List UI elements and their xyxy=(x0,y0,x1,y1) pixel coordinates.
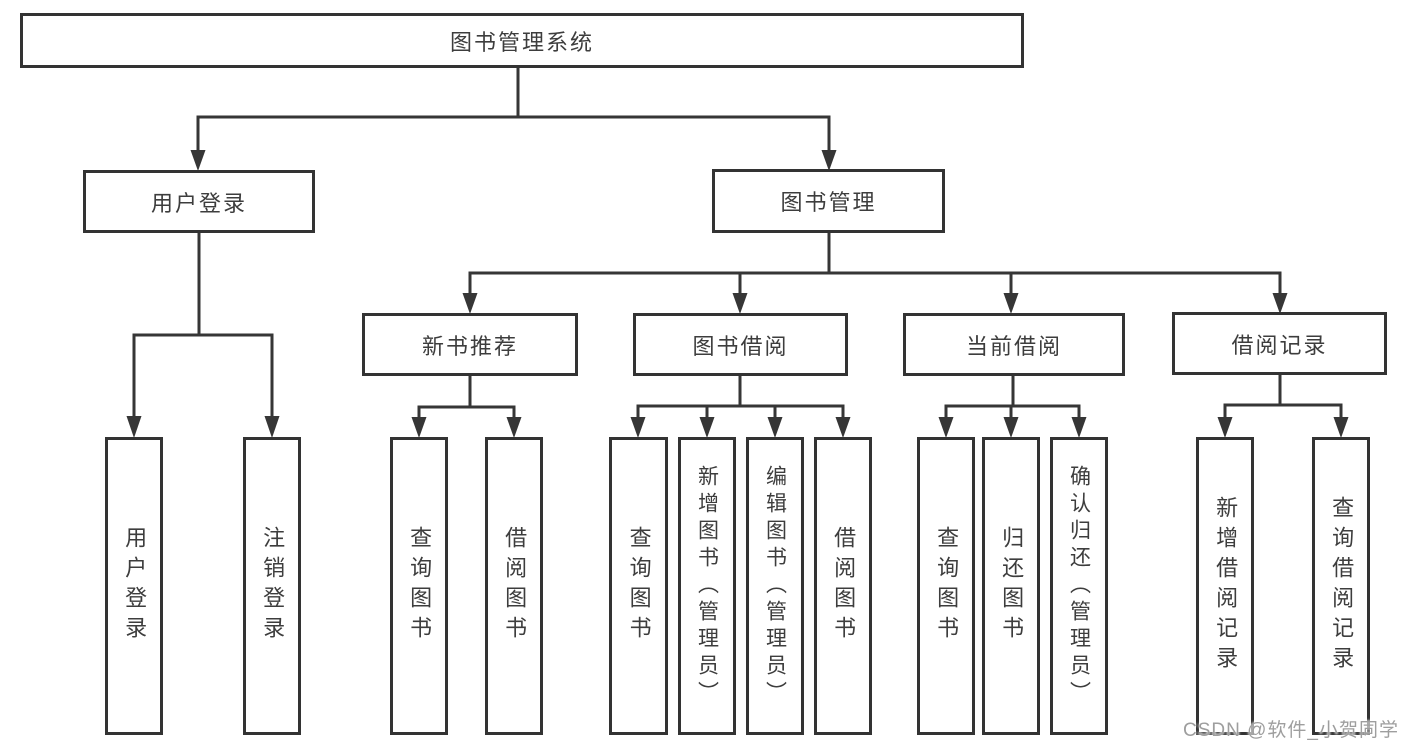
leaf-logout-label: 注销登录 xyxy=(260,526,286,646)
connector-borrow-record-to-leaves xyxy=(1217,375,1349,438)
leaf-borrow-query-books: 查询图书 xyxy=(609,437,668,735)
leaf-add-books-admin: 新增图书（管理员） xyxy=(678,437,736,735)
connector-current-borrow-to-leaves xyxy=(938,376,1087,438)
leaf-confirm-return-admin: 确认归还（管理员） xyxy=(1050,437,1108,735)
node-book-borrow: 图书借阅 xyxy=(633,313,848,376)
leaf-borrow-books-label: 借阅图书 xyxy=(831,526,857,646)
leaf-newbook-borrow-books: 借阅图书 xyxy=(485,437,543,735)
leaf-logout: 注销登录 xyxy=(243,437,301,735)
connector-book-borrow-to-leaves xyxy=(630,376,851,438)
leaf-add-borrow-record-label: 新增借阅记录 xyxy=(1213,496,1239,676)
leaf-current-query-books-label: 查询图书 xyxy=(934,526,960,646)
leaf-user-login-label: 用户登录 xyxy=(122,526,148,646)
node-book-management: 图书管理 xyxy=(712,169,945,233)
leaf-add-borrow-record: 新增借阅记录 xyxy=(1196,437,1254,735)
connector-new-book-to-leaves xyxy=(411,376,522,438)
leaf-borrow-query-books-label: 查询图书 xyxy=(626,526,652,646)
connector-user-login-to-leaves xyxy=(126,233,280,438)
leaf-add-books-admin-label: 新增图书（管理员） xyxy=(695,464,719,708)
leaf-return-books: 归还图书 xyxy=(982,437,1040,735)
node-root: 图书管理系统 xyxy=(20,13,1024,68)
leaf-newbook-query-books: 查询图书 xyxy=(390,437,448,735)
node-new-book-recommend-label: 新书推荐 xyxy=(421,333,518,359)
node-user-login: 用户登录 xyxy=(83,170,315,233)
node-new-book-recommend: 新书推荐 xyxy=(362,313,578,376)
node-borrow-record: 借阅记录 xyxy=(1172,312,1387,375)
node-user-login-label: 用户登录 xyxy=(150,190,247,216)
leaf-edit-books-admin-label: 编辑图书（管理员） xyxy=(763,464,787,708)
leaf-query-borrow-record-label: 查询借阅记录 xyxy=(1329,496,1355,676)
leaf-newbook-borrow-books-label: 借阅图书 xyxy=(502,526,528,646)
leaf-user-login: 用户登录 xyxy=(105,437,163,735)
leaf-borrow-books: 借阅图书 xyxy=(814,437,872,735)
node-current-borrow: 当前借阅 xyxy=(903,313,1125,376)
leaf-edit-books-admin: 编辑图书（管理员） xyxy=(746,437,804,735)
leaf-current-query-books: 查询图书 xyxy=(917,437,975,735)
node-book-management-label: 图书管理 xyxy=(780,190,877,215)
node-current-borrow-label: 当前借阅 xyxy=(965,333,1062,359)
connector-root-to-level2 xyxy=(190,68,837,171)
node-root-label: 图书管理系统 xyxy=(449,29,594,55)
node-book-borrow-label: 图书借阅 xyxy=(692,333,789,359)
connector-book-management-to-level3 xyxy=(462,233,1288,314)
node-borrow-record-label: 借阅记录 xyxy=(1231,332,1328,358)
watermark: CSDN @软件_小贺同学 xyxy=(1183,720,1399,741)
leaf-query-borrow-record: 查询借阅记录 xyxy=(1312,437,1370,735)
leaf-newbook-query-books-label: 查询图书 xyxy=(407,526,433,646)
leaf-return-books-label: 归还图书 xyxy=(999,526,1025,646)
leaf-confirm-return-admin-label: 确认归还（管理员） xyxy=(1067,464,1091,708)
